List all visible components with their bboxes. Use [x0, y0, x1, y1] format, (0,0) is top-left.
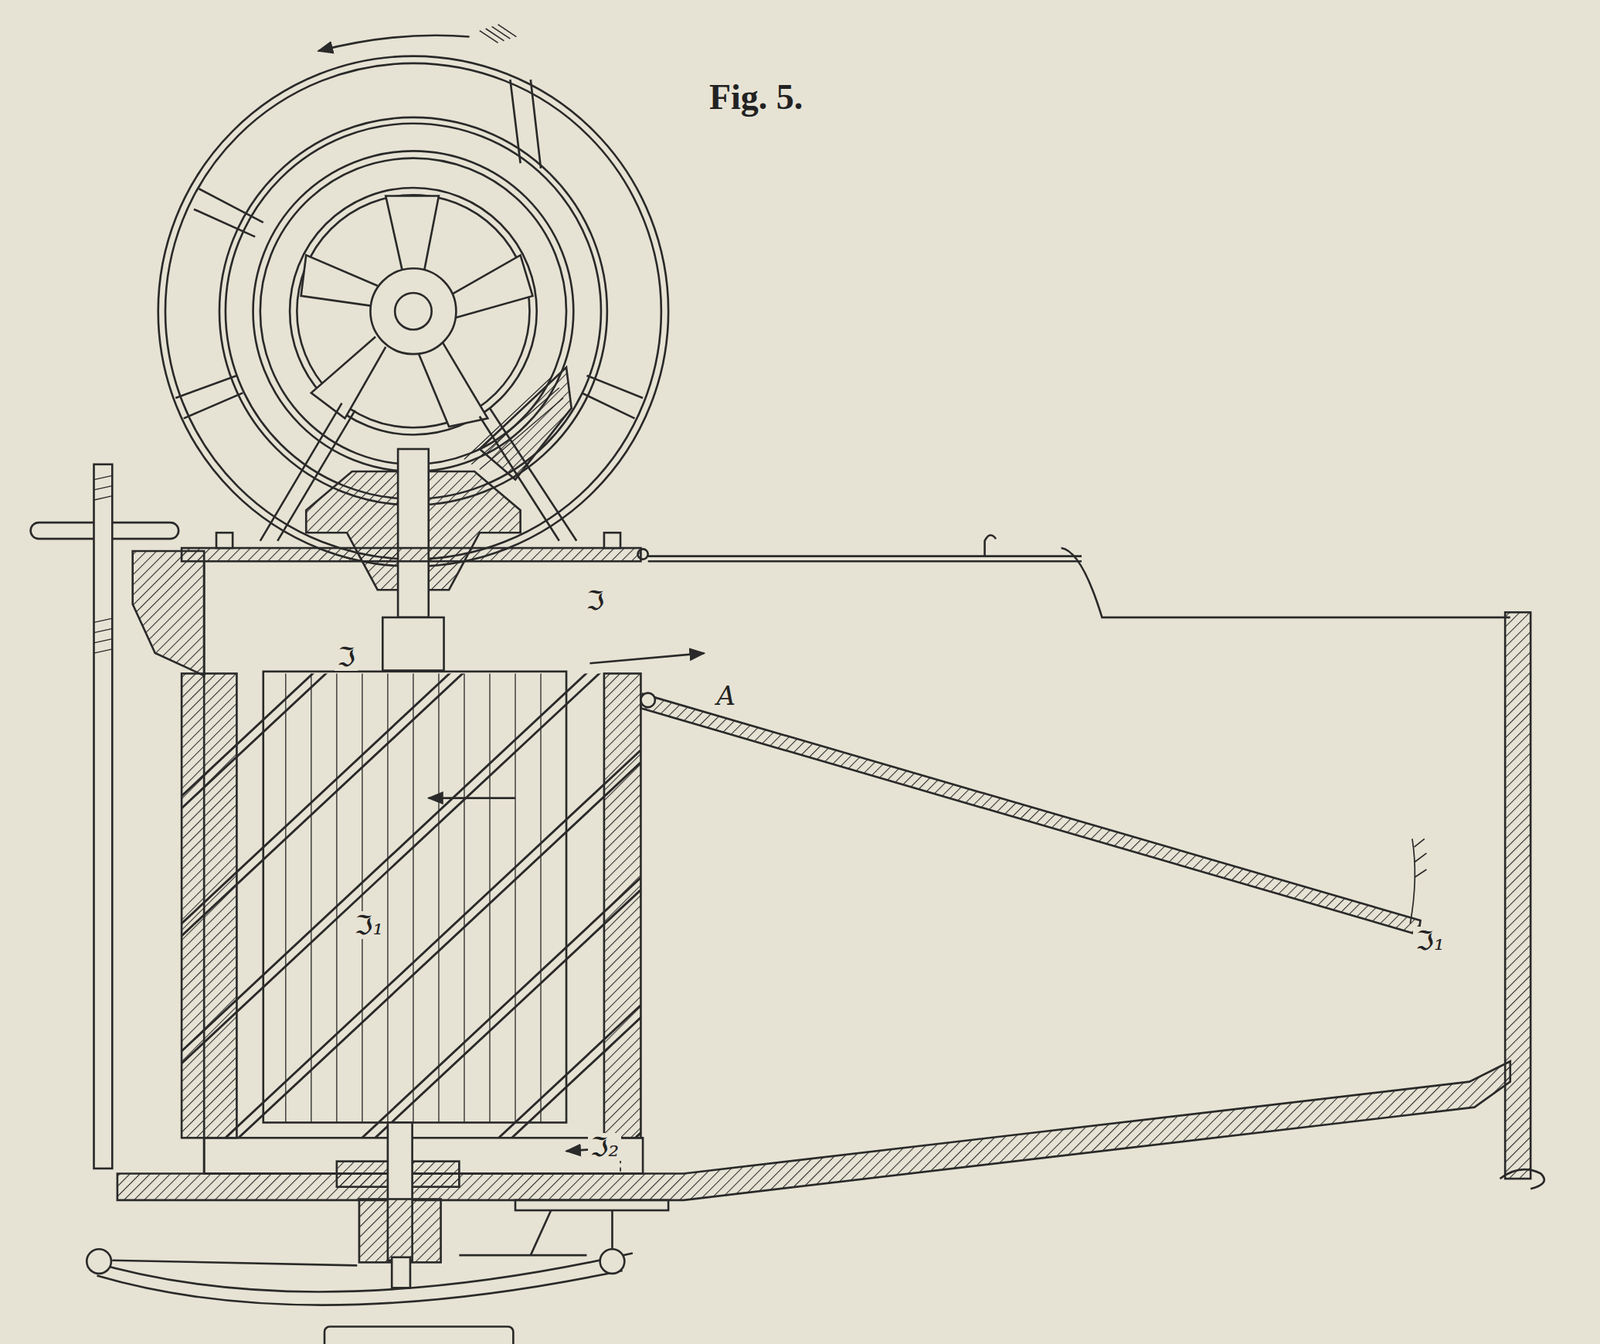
housing-floor	[117, 1060, 1511, 1200]
pulley-rim	[225, 123, 602, 500]
bolt	[216, 532, 233, 548]
shaft-collar	[382, 617, 444, 671]
part-letter: ℑ	[583, 586, 607, 615]
bolt	[604, 532, 621, 548]
frame-casting	[132, 550, 204, 676]
drive-shaft	[397, 448, 429, 618]
cover-plate	[181, 547, 641, 561]
part-letter: ℑ	[334, 642, 358, 671]
adjusting-screw	[94, 464, 113, 1169]
housing-wall	[1504, 611, 1531, 1179]
part-letter: ℑ₁	[1413, 926, 1447, 955]
hand-wheel	[289, 187, 537, 435]
screen-drum	[263, 671, 567, 1123]
drawing-lines	[30, 24, 1545, 1344]
wheel-hub	[370, 268, 456, 354]
part-letter: ℑ₂	[587, 1132, 622, 1161]
lever-pivot	[86, 1248, 112, 1274]
drum-staves	[285, 672, 541, 1122]
spindle-tip	[391, 1256, 411, 1288]
bearing-block	[359, 1198, 442, 1262]
lever-link	[530, 1209, 613, 1255]
gear-teeth	[464, 377, 564, 470]
wheel-spokes	[301, 196, 534, 427]
plate-hinge	[640, 692, 655, 707]
guide-plate	[640, 693, 1420, 935]
screw-thread	[94, 475, 113, 653]
fibre-mark	[1409, 838, 1427, 924]
part-letter: ℑ₁	[352, 910, 386, 939]
pulley-rim	[219, 117, 608, 506]
flow-arrow	[589, 652, 704, 663]
arrow-feather	[479, 24, 517, 44]
blade-lines	[181, 672, 641, 1138]
lid-rod	[648, 534, 1082, 561]
wheel-bore	[394, 292, 432, 330]
rotation-arrow	[318, 35, 469, 51]
rocking-lever	[86, 1252, 633, 1305]
hinge-pin	[637, 548, 648, 559]
figure-title: Fig. 5.	[709, 79, 803, 116]
part-letter: A	[714, 681, 739, 710]
flow-arrow	[428, 796, 516, 799]
weight	[324, 1326, 513, 1344]
bracket-plate	[515, 1199, 669, 1210]
lever-pivot	[600, 1248, 626, 1274]
drum-blades	[181, 672, 641, 1138]
cylinder-wall	[181, 672, 237, 1138]
housing-foot	[1500, 1168, 1545, 1189]
